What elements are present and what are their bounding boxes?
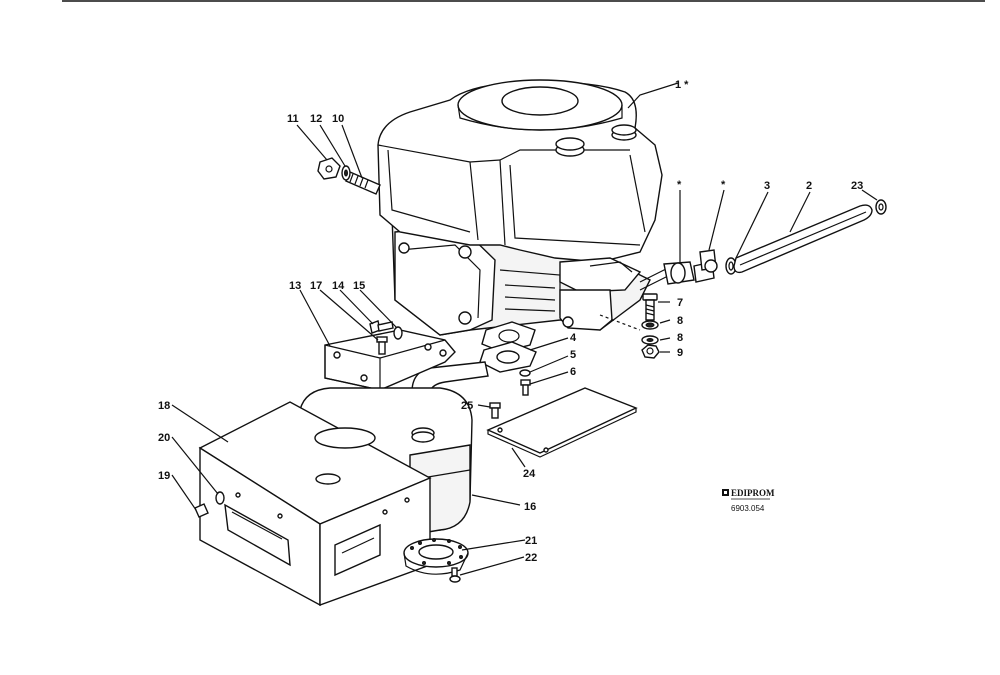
callout-labels: 1 * 11 12 10 * * 3 2 23 13 17 14 15 4 5 … (158, 79, 863, 564)
bolt-part-19 (194, 503, 209, 518)
ediprom-logo: EDIPROM 6903.054 (722, 488, 775, 513)
callout-star-a: * (677, 179, 682, 191)
callout-13: 13 (289, 280, 301, 292)
bracket-part-13 (324, 329, 456, 391)
washer-part-8-b (641, 335, 659, 345)
screw-part-22 (449, 567, 461, 583)
callout-star-b: * (721, 179, 726, 191)
plate-part-24 (486, 387, 638, 458)
heat-shield-part-18 (198, 401, 432, 607)
callout-20: 20 (158, 432, 170, 444)
washer-part-5 (519, 369, 531, 377)
callout-15: 15 (353, 280, 365, 292)
bolt-part-25 (489, 402, 501, 419)
callout-12: 12 (310, 113, 322, 125)
callout-8a: 8 (677, 315, 683, 327)
logo-brand-text: EDIPROM (731, 488, 775, 498)
logo-code-text: 6903.054 (731, 504, 765, 513)
bolt-part-14 (369, 320, 394, 334)
fuel-connector-part (663, 249, 718, 285)
washer-part-15 (393, 326, 403, 340)
callout-18: 18 (158, 400, 170, 412)
callout-8b: 8 (677, 332, 683, 344)
callout-6: 6 (570, 366, 576, 378)
callout-4: 4 (570, 332, 577, 344)
callout-5: 5 (570, 349, 576, 361)
callout-25: 25 (461, 400, 473, 412)
washer-part-12 (341, 165, 351, 181)
clip-part-23 (875, 199, 887, 215)
engine-part-1 (377, 79, 669, 336)
leader-lines (171, 82, 878, 576)
callout-14: 14 (332, 280, 345, 292)
bolt-part-7 (642, 293, 658, 321)
callout-10: 10 (332, 113, 344, 125)
nut-part-11 (317, 157, 341, 180)
callout-9: 9 (677, 347, 683, 359)
callout-21: 21 (525, 535, 537, 547)
callout-24: 24 (523, 468, 536, 480)
nut-part-9 (641, 344, 660, 359)
callout-23: 23 (851, 180, 863, 192)
callout-2: 2 (806, 180, 812, 192)
bolt-part-10 (345, 171, 381, 195)
washer-part-8-a (641, 320, 659, 330)
callout-11: 11 (287, 113, 299, 125)
washer-part-20 (215, 491, 225, 505)
callout-1: 1 * (675, 79, 689, 91)
callout-7: 7 (677, 297, 683, 309)
callout-3: 3 (764, 180, 770, 192)
callout-17: 17 (310, 280, 322, 292)
bolt-part-17 (376, 336, 388, 355)
bolt-part-6 (520, 379, 531, 396)
callout-19: 19 (158, 470, 170, 482)
flange-part-21 (403, 538, 469, 575)
callout-22: 22 (525, 552, 537, 564)
gasket-part-4 (479, 321, 537, 373)
fuel-hose-part-2 (733, 204, 873, 274)
callout-16: 16 (524, 501, 536, 513)
